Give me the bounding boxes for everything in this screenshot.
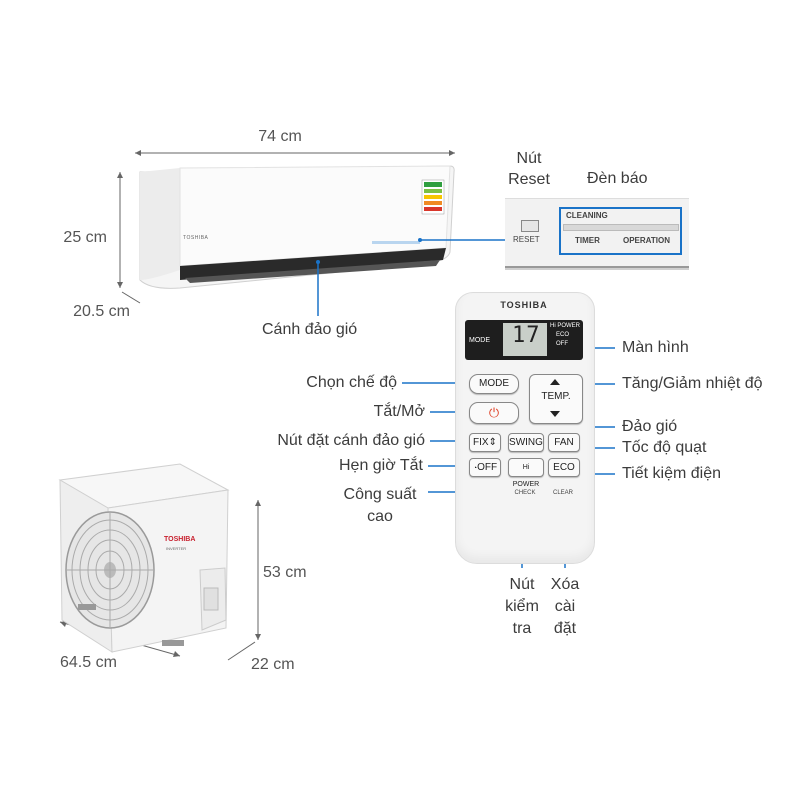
indicator-strip xyxy=(563,224,679,231)
outdoor-brand-logo: TOSHIBA xyxy=(164,536,196,543)
callout-temp: Tăng/Giảm nhiệt độ xyxy=(622,375,763,392)
callout-mode: Chọn chế độ xyxy=(306,374,397,391)
outdoor-height-label: 53 cm xyxy=(263,564,307,581)
lcd-hipower: Hi POWER xyxy=(550,323,580,329)
lcd-eco: ECO xyxy=(556,332,570,338)
temp-label: TEMP. xyxy=(541,391,571,402)
temp-down-icon[interactable] xyxy=(550,411,560,417)
panel-bottom-strip xyxy=(505,266,689,268)
callout-hipower: Công suất cao xyxy=(330,484,430,528)
operation-label: OPERATION xyxy=(623,236,670,245)
indicator-title: Đèn báo xyxy=(587,170,648,187)
power-button[interactable]: ⏻ xyxy=(469,402,519,424)
cleaning-label: CLEANING xyxy=(566,211,608,220)
mode-button[interactable]: MODE xyxy=(469,374,519,394)
lcd-display xyxy=(503,323,547,356)
callout-off-timer: Hẹn giờ Tắt xyxy=(338,457,423,474)
callout-clear-line3: đặt xyxy=(553,620,577,637)
eco-button[interactable]: ECO xyxy=(548,458,580,477)
callout-swing: Đảo gió xyxy=(622,418,678,435)
off-timer-button[interactable]: ◔OFF xyxy=(469,458,501,477)
lcd-mode-label: MODE xyxy=(469,337,490,344)
callout-check-line3: tra xyxy=(512,620,532,637)
fix-button[interactable]: FIX⇕ xyxy=(469,433,501,452)
remote-brand: TOSHIBA xyxy=(500,300,548,310)
lcd-temp: 17 xyxy=(512,323,541,348)
callout-fan: Tốc độ quạt xyxy=(622,439,707,456)
reset-title-text: Nút Reset xyxy=(508,150,550,188)
callout-check-line1: Nút xyxy=(509,576,535,593)
indoor-brand-logo: TOSHIBA xyxy=(183,235,209,241)
callout-hipower-line2: cao xyxy=(367,508,393,525)
callout-check-line2: kiểm xyxy=(505,598,539,615)
louver-callout: Cánh đảo gió xyxy=(262,321,358,338)
outdoor-width-label: 64.5 cm xyxy=(60,654,117,671)
outdoor-depth-label: 22 cm xyxy=(251,656,295,673)
panel-detail: RESET CLEANING TIMER OPERATION xyxy=(505,198,689,270)
outdoor-unit xyxy=(50,460,250,660)
clear-label: CLEAR xyxy=(552,490,573,496)
fan-button[interactable]: FAN xyxy=(548,433,580,452)
temp-button[interactable]: TEMP. xyxy=(529,374,583,424)
indicator-box xyxy=(559,207,682,255)
hipower-button[interactable]: Hi POWER xyxy=(508,458,544,488)
off-timer-label: OFF xyxy=(477,462,498,473)
indoor-unit xyxy=(110,120,470,320)
reset-title: Nút Reset xyxy=(500,148,558,190)
callout-clear-line2: cài xyxy=(554,598,576,615)
callout-eco: Tiết kiệm điện xyxy=(622,465,721,482)
callout-fix: Nút đặt cánh đảo gió xyxy=(277,432,425,449)
callout-hipower-line1: Công suất xyxy=(343,486,417,503)
indoor-depth-label: 20.5 cm xyxy=(73,303,130,320)
check-label: CHECK xyxy=(514,490,536,496)
callout-check: Nút kiểm tra xyxy=(497,574,547,640)
callout-clear: Xóa cài đặt xyxy=(540,574,590,640)
callout-clear-line1: Xóa xyxy=(550,576,580,593)
callout-power: Tắt/Mở xyxy=(373,403,425,420)
indoor-height-label: 25 cm xyxy=(63,229,107,246)
timer-label: TIMER xyxy=(575,236,600,245)
swing-button[interactable]: SWING xyxy=(508,433,544,452)
callout-screen: Màn hình xyxy=(622,339,689,356)
outdoor-brand-sub: INVERTER xyxy=(166,546,187,551)
clock-icon: ◔ xyxy=(472,465,478,472)
reset-button[interactable] xyxy=(521,220,539,232)
temp-up-icon[interactable] xyxy=(550,379,560,385)
up-down-icon: ⇕ xyxy=(488,437,497,448)
indoor-width-label: 74 cm xyxy=(258,128,302,145)
fix-label: FIX xyxy=(473,437,489,448)
lcd-off: OFF xyxy=(556,341,568,347)
reset-label: RESET xyxy=(513,235,540,244)
